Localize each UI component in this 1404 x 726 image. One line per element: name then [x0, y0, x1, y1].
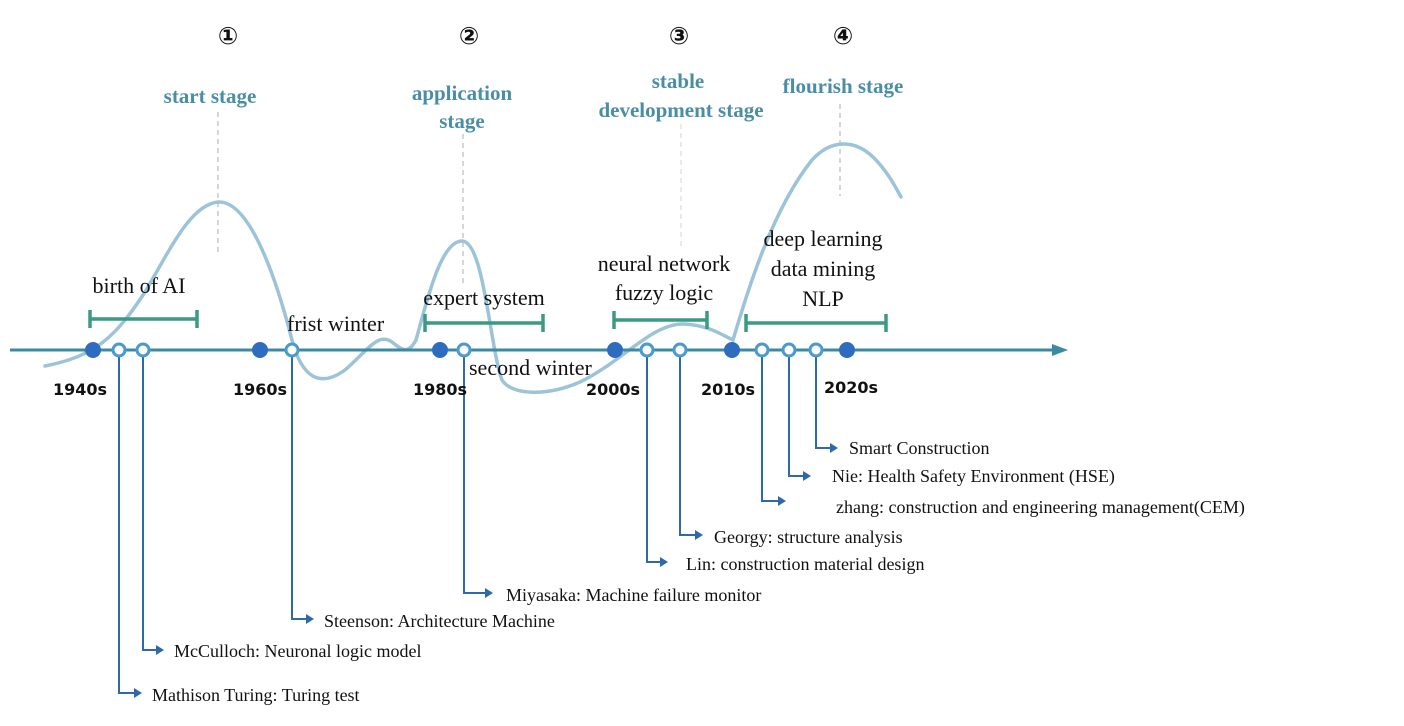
timeline-arrowhead: [1052, 344, 1068, 356]
phase-label-birth-of-ai: birth of AI: [93, 273, 186, 298]
event-node-miyasaka: [456, 342, 472, 358]
milestone-node-2000s: [607, 342, 623, 358]
event-connector-steenson: [291, 356, 308, 620]
event-connector-smart: [815, 356, 832, 449]
event-label-zhang: zhang: construction and engineering mana…: [836, 497, 1245, 518]
event-node-smart: [808, 342, 824, 358]
decade-label-1940s: 1940s: [53, 380, 107, 399]
event-label-nie: Nie: Health Safety Environment (HSE): [832, 466, 1115, 487]
phase-range-deep-learning: [744, 314, 888, 332]
milestone-node-1960s: [252, 342, 268, 358]
event-connector-miyasaka: [463, 356, 487, 594]
event-connector-georgy: [679, 356, 697, 536]
milestone-node-2020s: [839, 342, 855, 358]
event-node-georgy: [672, 342, 688, 358]
development-curve: [43, 142, 903, 394]
stage-4-number: ④: [833, 22, 853, 50]
decade-label-2000s: 2000s: [586, 380, 640, 399]
stage-1-title: start stage: [164, 84, 257, 108]
event-arrow-nie: [803, 471, 811, 481]
stage-3-title-line-1: stable: [652, 69, 705, 93]
event-node-lin: [639, 342, 655, 358]
stage-2-number: ②: [459, 22, 479, 50]
phase-label-data-mining: data mining: [771, 256, 875, 281]
phase-label-deep-learning: deep learning: [763, 226, 882, 251]
phase-range-expert-system: [423, 314, 545, 332]
event-node-zhang: [754, 342, 770, 358]
event-connector-turing: [118, 356, 136, 694]
phase-range-neural-network: [612, 311, 709, 329]
phase-label-neural-network: neural network: [598, 251, 731, 276]
milestone-node-2010s: [724, 342, 740, 358]
event-node-steenson: [284, 342, 300, 358]
stage-2-title-line-2: stage: [439, 109, 485, 133]
event-connector-mcculloch: [142, 356, 158, 651]
phase-range-birth-of-ai: [88, 310, 199, 328]
event-node-nie: [781, 342, 797, 358]
event-label-smart: Smart Construction: [849, 438, 990, 458]
winter-label-first: frist winter: [287, 311, 385, 336]
decade-label-1960s: 1960s: [233, 380, 287, 399]
stage-3-title-line-2: development stage: [598, 98, 763, 122]
stage-2-title-line-1: application: [412, 81, 513, 105]
event-arrow-lin: [660, 557, 668, 567]
event-label-steenson: Steenson: Architecture Machine: [324, 611, 555, 631]
decade-label-2010s: 2010s: [701, 380, 755, 399]
stage-1-number: ①: [218, 22, 238, 50]
event-label-turing: Mathison Turing: Turing test: [152, 685, 360, 705]
phase-label-nlp: NLP: [802, 286, 844, 311]
decade-label-1980s: 1980s: [413, 380, 467, 399]
phase-label-fuzzy-logic: fuzzy logic: [615, 280, 714, 305]
milestone-node-1980s: [432, 342, 448, 358]
stage-3-number: ③: [669, 22, 689, 50]
event-arrow-mcculloch: [156, 645, 164, 655]
event-arrow-miyasaka: [485, 588, 493, 598]
decade-label-2020s: 2020s: [824, 378, 878, 397]
event-arrow-turing: [134, 688, 142, 698]
event-connector-lin: [646, 356, 662, 563]
phase-label-expert-system: expert system: [423, 285, 545, 310]
event-label-mcculloch: McCulloch: Neuronal logic model: [174, 641, 421, 661]
event-label-miyasaka: Miyasaka: Machine failure monitor: [506, 585, 761, 605]
milestone-node-1940s: [85, 342, 101, 358]
event-arrow-smart: [830, 443, 838, 453]
event-connector-zhang: [761, 356, 780, 502]
event-arrow-zhang: [778, 496, 786, 506]
event-label-lin: Lin: construction material design: [686, 554, 924, 574]
winter-label-second: second winter: [469, 355, 592, 380]
event-node-turing: [111, 342, 127, 358]
event-arrow-georgy: [695, 530, 703, 540]
event-connector-nie: [788, 356, 805, 477]
stage-4-title: flourish stage: [783, 74, 904, 98]
event-arrow-steenson: [306, 614, 314, 624]
event-node-mcculloch: [135, 342, 151, 358]
event-label-georgy: Georgy: structure analysis: [714, 527, 903, 547]
